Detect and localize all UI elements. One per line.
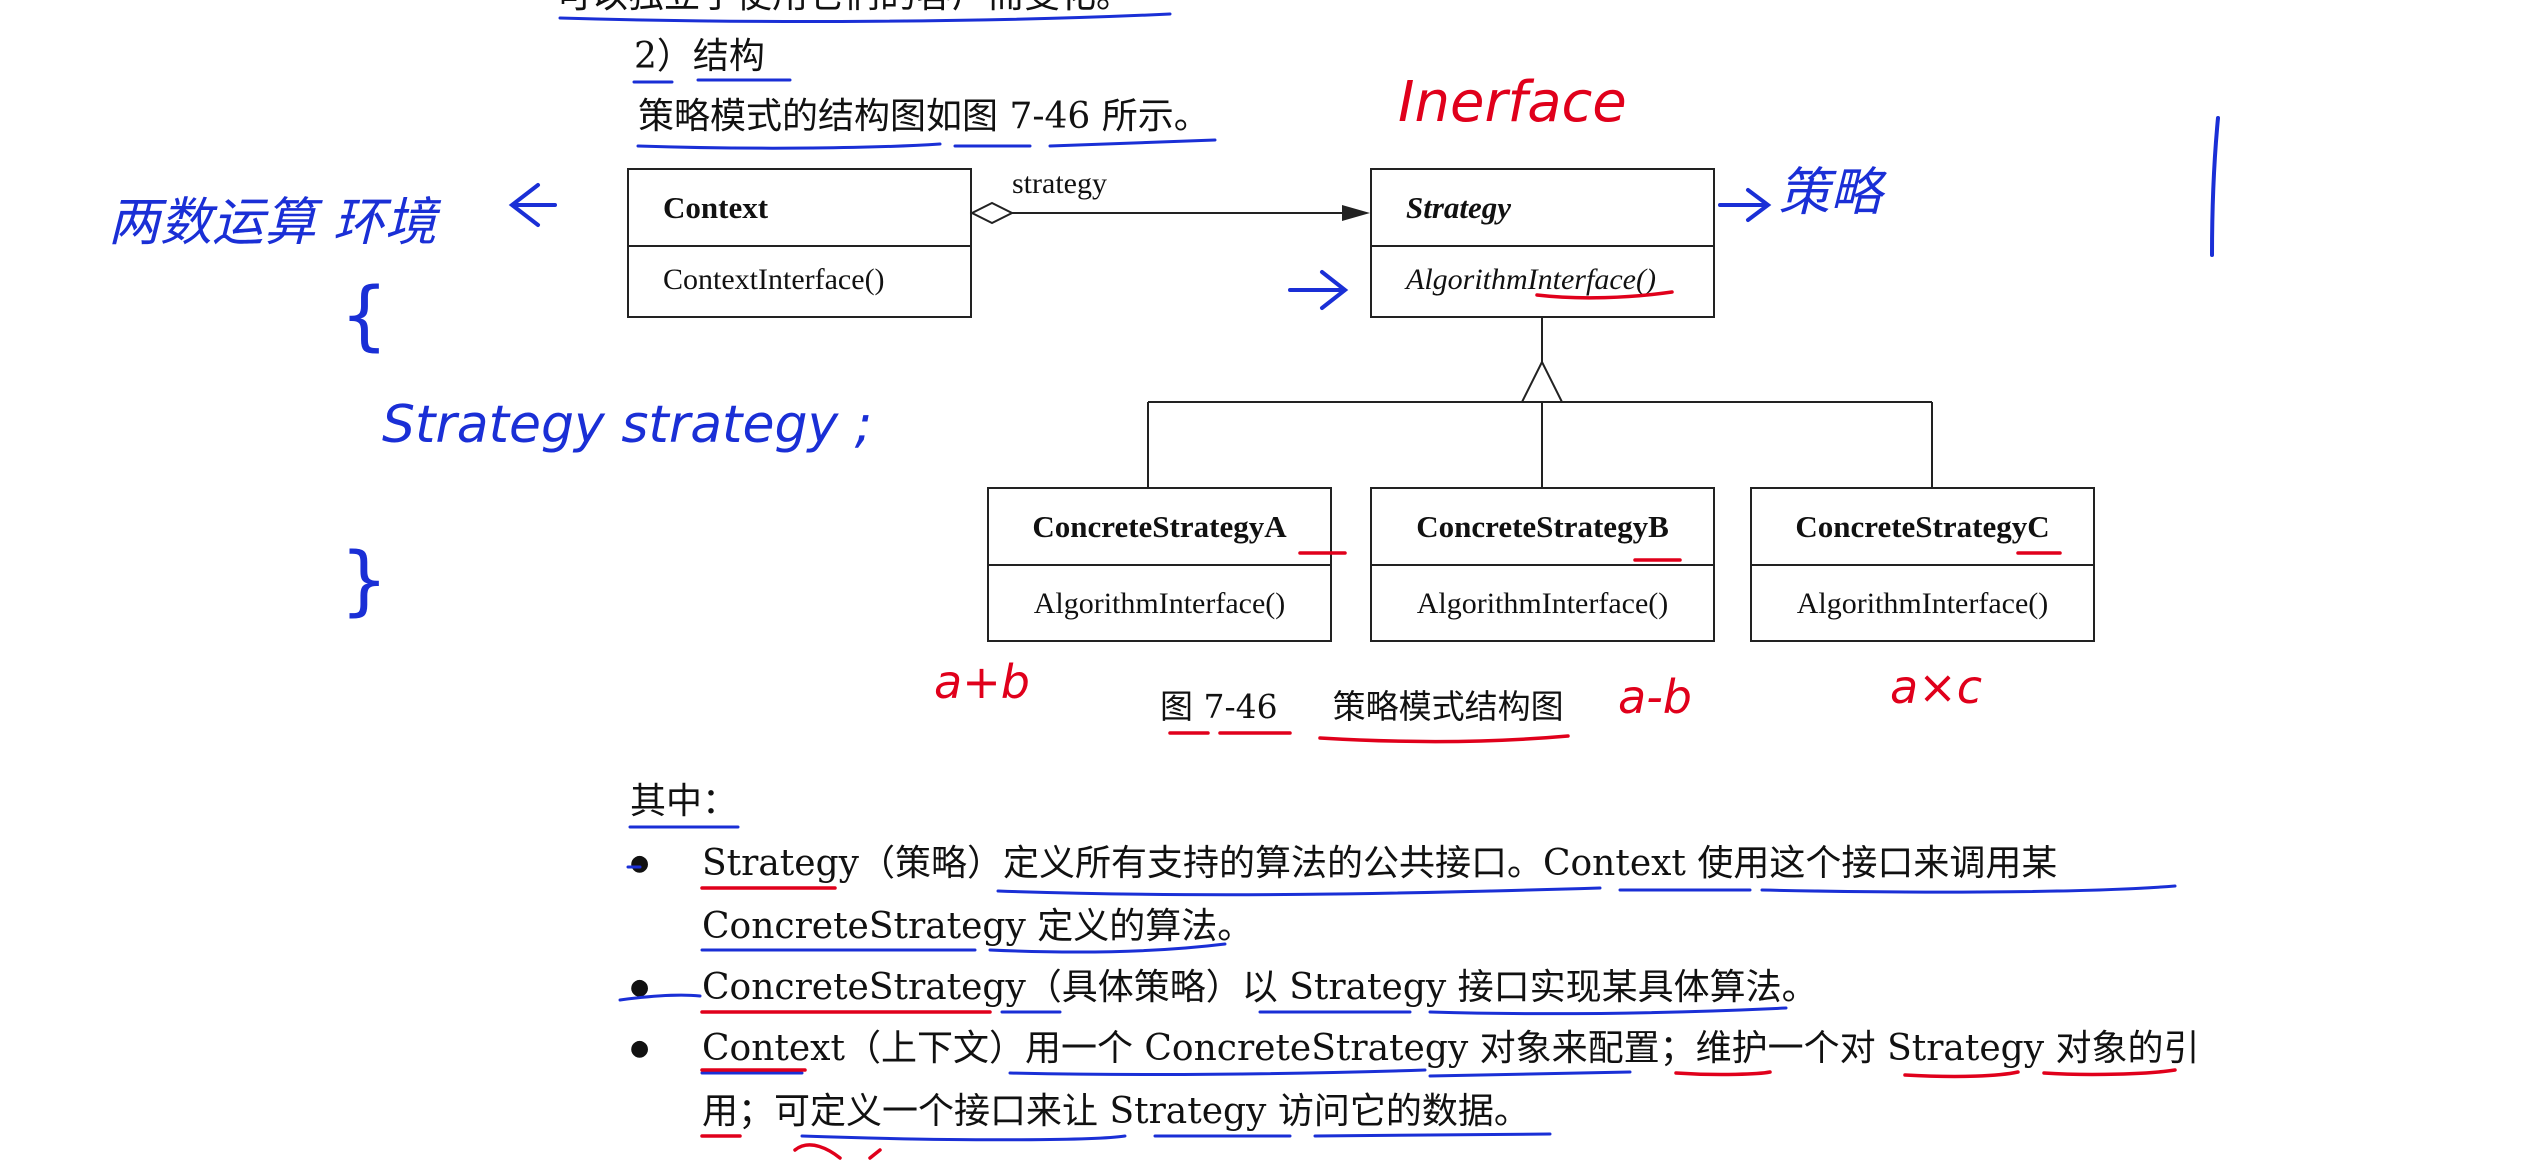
bullet-1-line-2: ConcreteStrategy 定义的算法。 — [702, 906, 1254, 947]
handwritten-note-b: a-b — [1618, 670, 1692, 724]
handwritten-note-a: a+b — [934, 655, 1030, 709]
caption-number: 图 7-46 — [1160, 687, 1278, 726]
handwritten-strategy-note: 策略 — [1778, 163, 1883, 223]
section-heading: 2）结构 — [634, 36, 765, 77]
concrete-c-operation: AlgorithmInterface() — [1796, 587, 2049, 620]
bullet-marker: ● — [630, 851, 650, 876]
section-intro: 策略模式的结构图如图 7-46 所示。 — [638, 96, 1210, 137]
context-class-name: Context — [629, 170, 970, 247]
bullet-3-line-1: Context（上下文）用一个 ConcreteStrategy 对象来配置；维… — [702, 1028, 2200, 1069]
concrete-a-name: ConcreteStrategyA — [989, 489, 1330, 566]
context-operation: ContextInterface() — [663, 263, 885, 296]
bullet-1-line-1: Strategy（策略）定义所有支持的算法的公共接口。Context 使用这个接… — [702, 843, 2058, 884]
handwritten-interface-note: Inerface — [1398, 70, 1627, 135]
association-label: strategy — [1012, 167, 1107, 200]
handwritten-context-note: 两数运算 环境 — [108, 193, 437, 253]
bullet-marker: ● — [630, 1036, 650, 1061]
handwritten-note-c: a×c — [1890, 660, 1983, 714]
bullet-marker: ● — [630, 975, 650, 1000]
figure-caption: 图 7-46 策略模式结构图 — [1160, 680, 1564, 728]
concrete-c-name: ConcreteStrategyC — [1752, 489, 2093, 566]
concrete-b-operation: AlgorithmInterface() — [1416, 587, 1669, 620]
strategy-class-name: Strategy — [1372, 170, 1713, 247]
concrete-b-name: ConcreteStrategyB — [1372, 489, 1713, 566]
handwritten-open-brace: { — [340, 270, 389, 359]
uml-strategy-interface: Strategy AlgorithmInterface() — [1370, 168, 1715, 318]
inheritance-connector — [1147, 318, 1933, 487]
concrete-a-operation: AlgorithmInterface() — [1033, 587, 1286, 620]
strategy-operation: AlgorithmInterface() — [1406, 263, 1656, 296]
handwritten-field-declaration: Strategy strategy ; — [382, 395, 873, 455]
uml-concrete-strategy-c: ConcreteStrategyC AlgorithmInterface() — [1750, 487, 2095, 642]
body-lead: 其中： — [630, 781, 739, 822]
uml-concrete-strategy-a: ConcreteStrategyA AlgorithmInterface() — [987, 487, 1332, 642]
bullet-2-line-1: ConcreteStrategy（具体策略）以 Strategy 接口实现某具体… — [702, 967, 1818, 1008]
uml-context-class: Context ContextInterface() — [627, 168, 972, 318]
uml-concrete-strategy-b: ConcreteStrategyB AlgorithmInterface() — [1370, 487, 1715, 642]
association-connector — [969, 201, 1370, 225]
bullet-3-line-2: 用；可定义一个接口来让 Strategy 访问它的数据。 — [702, 1091, 1530, 1132]
cutoff-text-line: 可以独立于使用它们的客户而变化。 — [556, 0, 1132, 18]
caption-title: 策略模式结构图 — [1332, 687, 1564, 726]
handwritten-close-brace: } — [340, 535, 389, 624]
